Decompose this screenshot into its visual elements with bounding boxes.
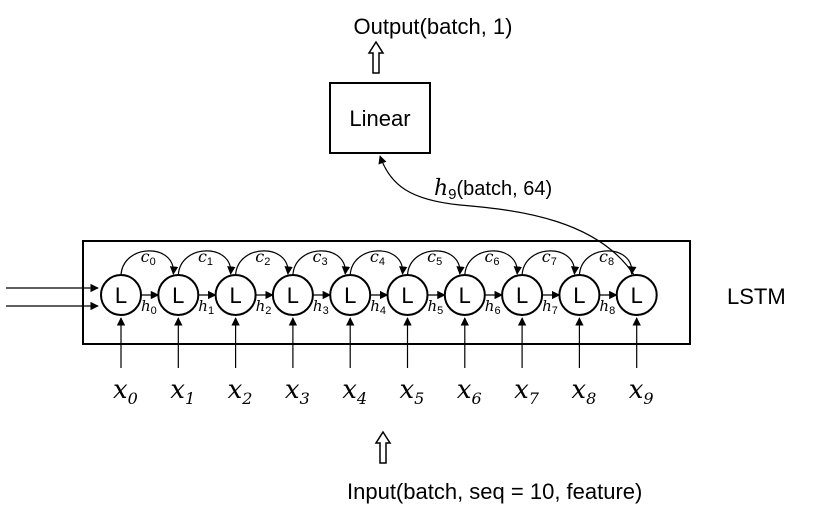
input-x-label: x6 <box>457 375 482 408</box>
input-x-label: x8 <box>571 375 596 408</box>
input-hollow-arrow-icon <box>374 430 392 464</box>
lstm-cell-label: L <box>573 283 585 308</box>
cell-state-label: c0 <box>141 247 156 268</box>
lstm-cell-label: L <box>115 283 127 308</box>
lstm-cell-label: L <box>459 283 471 308</box>
cell-state-arc <box>292 250 351 276</box>
h9-label: h9(batch, 64) <box>434 176 552 203</box>
cell-state-label: c1 <box>198 247 213 268</box>
cell-state-arc <box>120 250 179 276</box>
cell-state-label: c6 <box>484 247 499 268</box>
hidden-state-label: h0 <box>141 297 157 317</box>
lstm-cell-label: L <box>631 283 643 308</box>
input-x-label: x0 <box>113 375 138 408</box>
hidden-state-label: h6 <box>485 297 501 317</box>
cell-state-label: c8 <box>599 247 614 268</box>
lstm-cell-label: L <box>401 283 413 308</box>
output-hollow-arrow-icon <box>367 40 385 74</box>
input-x-label: x9 <box>629 375 654 408</box>
lstm-cell-label: L <box>287 283 299 308</box>
h9-curve-arrow <box>378 155 637 279</box>
input-label: Input(batch, seq = 10, feature) <box>347 479 642 504</box>
cell-state-arc <box>578 250 637 276</box>
cell-state-arc <box>235 250 293 276</box>
hidden-state-label: h3 <box>313 297 329 317</box>
input-x-label: x2 <box>228 375 253 408</box>
cell-state-label: c5 <box>427 247 442 268</box>
hidden-state-label: h2 <box>256 297 272 317</box>
input-x-label: x5 <box>400 375 425 408</box>
lstm-cells: Lx0 Lx1 Lx2 Lx3 Lx4 Lx5 Lx6 Lx7 Lx8 Lx9 c0 h0 c1 h1 c2… <box>100 247 658 408</box>
lstm-cell-label: L <box>172 283 184 308</box>
hidden-state-label: h1 <box>198 297 214 317</box>
hidden-state-label: h7 <box>542 297 558 317</box>
cell-state-label: c7 <box>542 247 557 268</box>
cell-state-label: c4 <box>370 247 385 268</box>
input-x-label: x7 <box>514 375 540 408</box>
cell-state-arc <box>406 250 465 276</box>
hidden-state-label: h4 <box>370 297 386 317</box>
input-x-label: x1 <box>170 375 195 408</box>
cell-state-label: c3 <box>313 247 328 268</box>
cell-state-label: c2 <box>255 247 270 268</box>
lstm-cell-label: L <box>516 283 528 308</box>
lstm-layer-box <box>82 240 691 345</box>
linear-layer-box <box>329 82 431 154</box>
hidden-state-label: h8 <box>599 297 615 317</box>
hidden-state-label: h5 <box>428 297 444 317</box>
lstm-label: LSTM <box>727 284 786 309</box>
cell-state-arc <box>177 250 236 276</box>
output-label: Output(batch, 1) <box>354 14 513 39</box>
input-x-label: x4 <box>342 375 367 408</box>
lstm-cell-label: L <box>229 283 241 308</box>
cell-state-arc <box>349 250 408 276</box>
lstm-cell-label: L <box>344 283 356 308</box>
linear-label: Linear <box>349 106 410 131</box>
input-x-label: x3 <box>285 375 310 408</box>
cell-state-arc <box>464 250 522 276</box>
cell-state-arc <box>521 250 580 276</box>
